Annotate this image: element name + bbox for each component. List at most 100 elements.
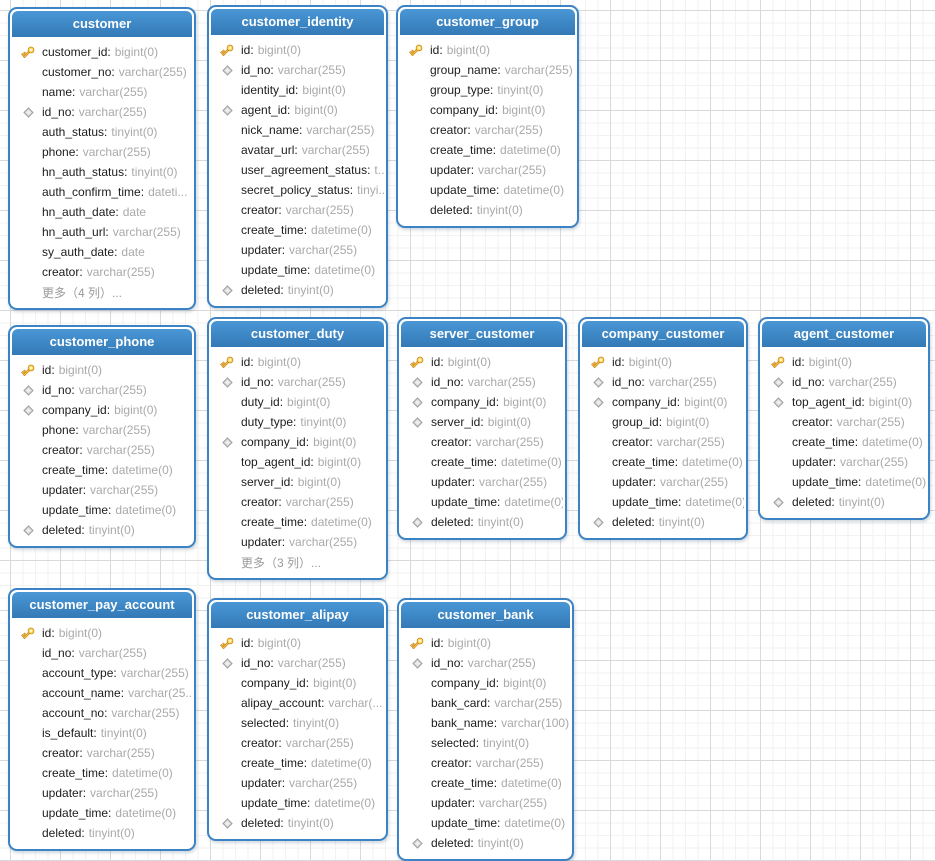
field-row[interactable]: company_idbigint(0) bbox=[401, 392, 563, 412]
field-row[interactable]: nick_namevarchar(255) bbox=[211, 120, 384, 140]
field-row[interactable]: creatorvarchar(255) bbox=[211, 200, 384, 220]
field-row[interactable]: updatervarchar(255) bbox=[211, 532, 384, 552]
field-row[interactable]: company_idbigint(0) bbox=[582, 392, 744, 412]
field-row[interactable]: company_idbigint(0) bbox=[211, 673, 384, 693]
field-row[interactable]: create_timedatetime(0) bbox=[12, 763, 192, 783]
field-row[interactable]: create_timedatetime(0) bbox=[401, 452, 563, 472]
field-row[interactable]: group_idbigint(0) bbox=[582, 412, 744, 432]
table-header[interactable]: customer bbox=[12, 11, 192, 37]
field-row[interactable]: update_timedatetime(0) bbox=[400, 180, 575, 200]
more-columns-row[interactable]: 更多（4 列）... bbox=[12, 282, 192, 302]
field-row[interactable]: customer_idbigint(0) bbox=[12, 42, 192, 62]
table-customer_duty[interactable]: customer_duty idbigint(0)id_novarchar(255… bbox=[207, 317, 388, 580]
field-row[interactable]: creatorvarchar(255) bbox=[401, 432, 563, 452]
table-company_customer[interactable]: company_customer idbigint(0)id_novarchar(… bbox=[578, 317, 748, 540]
field-row[interactable]: auth_statustinyint(0) bbox=[12, 122, 192, 142]
field-row[interactable]: idbigint(0) bbox=[211, 633, 384, 653]
field-row[interactable]: duty_idbigint(0) bbox=[211, 392, 384, 412]
field-row[interactable]: creatorvarchar(255) bbox=[401, 753, 570, 773]
field-row[interactable]: idbigint(0) bbox=[400, 40, 575, 60]
field-row[interactable]: deletedtinyint(0) bbox=[211, 813, 384, 833]
field-row[interactable]: namevarchar(255) bbox=[12, 82, 192, 102]
table-header[interactable]: customer_group bbox=[400, 9, 575, 35]
table-customer[interactable]: customer customer_idbigint(0)customer_nov… bbox=[8, 7, 196, 310]
field-row[interactable]: deletedtinyint(0) bbox=[582, 512, 744, 532]
table-server_customer[interactable]: server_customeridbigint(0)id_novarchar(2… bbox=[397, 317, 567, 540]
field-row[interactable]: group_namevarchar(255) bbox=[400, 60, 575, 80]
table-header[interactable]: company_customer bbox=[582, 321, 744, 347]
field-row[interactable]: phonevarchar(255) bbox=[12, 142, 192, 162]
table-customer_identity[interactable]: customer_identityidbigint(0)id_novarchar… bbox=[207, 5, 388, 308]
field-row[interactable]: secret_policy_statustinyi... bbox=[211, 180, 384, 200]
field-row[interactable]: updatervarchar(255) bbox=[211, 240, 384, 260]
field-row[interactable]: creatorvarchar(255) bbox=[762, 412, 926, 432]
table-header[interactable]: customer_identity bbox=[211, 9, 384, 35]
field-row[interactable]: updatervarchar(255) bbox=[400, 160, 575, 180]
field-row[interactable]: idbigint(0) bbox=[401, 633, 570, 653]
field-row[interactable]: idbigint(0) bbox=[582, 352, 744, 372]
field-row[interactable]: create_timedatetime(0) bbox=[12, 460, 192, 480]
field-row[interactable]: hn_auth_datedate bbox=[12, 202, 192, 222]
field-row[interactable]: idbigint(0) bbox=[401, 352, 563, 372]
field-row[interactable]: update_timedatetime(0) bbox=[762, 472, 926, 492]
field-row[interactable]: creatorvarchar(255) bbox=[582, 432, 744, 452]
field-row[interactable]: update_timedatetime(0) bbox=[401, 492, 563, 512]
field-row[interactable]: deletedtinyint(0) bbox=[211, 280, 384, 300]
field-row[interactable]: update_timedatetime(0) bbox=[12, 803, 192, 823]
field-row[interactable]: id_novarchar(255) bbox=[211, 372, 384, 392]
field-row[interactable]: idbigint(0) bbox=[762, 352, 926, 372]
table-header[interactable]: customer_bank bbox=[401, 602, 570, 628]
field-row[interactable]: deletedtinyint(0) bbox=[12, 823, 192, 843]
field-row[interactable]: id_novarchar(255) bbox=[401, 372, 563, 392]
field-row[interactable]: company_idbigint(0) bbox=[211, 432, 384, 452]
table-customer_bank[interactable]: customer_bank idbigint(0)id_novarchar(255… bbox=[397, 598, 574, 861]
field-row[interactable]: account_novarchar(255) bbox=[12, 703, 192, 723]
field-row[interactable]: account_typevarchar(255) bbox=[12, 663, 192, 683]
field-row[interactable]: updatervarchar(255) bbox=[211, 773, 384, 793]
field-row[interactable]: update_timedatetime(0) bbox=[211, 260, 384, 280]
field-row[interactable]: id_novarchar(255) bbox=[582, 372, 744, 392]
field-row[interactable]: phonevarchar(255) bbox=[12, 420, 192, 440]
more-columns-row[interactable]: 更多（3 列）... bbox=[211, 552, 384, 572]
table-header[interactable]: customer_duty bbox=[211, 321, 384, 347]
table-customer_alipay[interactable]: customer_alipay idbigint(0)id_novarchar(2… bbox=[207, 598, 388, 841]
field-row[interactable]: selectedtinyint(0) bbox=[401, 733, 570, 753]
field-row[interactable]: creatorvarchar(255) bbox=[211, 733, 384, 753]
field-row[interactable]: bank_cardvarchar(255) bbox=[401, 693, 570, 713]
table-header[interactable]: customer_pay_account bbox=[12, 592, 192, 618]
field-row[interactable]: id_novarchar(255) bbox=[12, 380, 192, 400]
field-row[interactable]: updatervarchar(255) bbox=[401, 472, 563, 492]
table-customer_pay_account[interactable]: customer_pay_accountidbigint(0)id_novarc… bbox=[8, 588, 196, 851]
field-row[interactable]: top_agent_idbigint(0) bbox=[211, 452, 384, 472]
field-row[interactable]: idbigint(0) bbox=[211, 352, 384, 372]
field-row[interactable]: deletedtinyint(0) bbox=[762, 492, 926, 512]
field-row[interactable]: update_timedatetime(0) bbox=[211, 793, 384, 813]
table-agent_customer[interactable]: agent_customeridbigint(0)id_novarchar(25… bbox=[758, 317, 930, 520]
field-row[interactable]: deletedtinyint(0) bbox=[400, 200, 575, 220]
field-row[interactable]: update_timedatetime(0) bbox=[12, 500, 192, 520]
field-row[interactable]: idbigint(0) bbox=[12, 623, 192, 643]
field-row[interactable]: updatervarchar(255) bbox=[582, 472, 744, 492]
field-row[interactable]: create_timedatetime(0) bbox=[211, 220, 384, 240]
field-row[interactable]: deletedtinyint(0) bbox=[401, 512, 563, 532]
field-row[interactable]: creatorvarchar(255) bbox=[12, 743, 192, 763]
table-header[interactable]: customer_phone bbox=[12, 329, 192, 355]
field-row[interactable]: idbigint(0) bbox=[211, 40, 384, 60]
field-row[interactable]: id_novarchar(255) bbox=[211, 653, 384, 673]
field-row[interactable]: id_novarchar(255) bbox=[12, 102, 192, 122]
field-row[interactable]: updatervarchar(255) bbox=[12, 480, 192, 500]
table-header[interactable]: customer_alipay bbox=[211, 602, 384, 628]
field-row[interactable]: create_timedatetime(0) bbox=[401, 773, 570, 793]
field-row[interactable]: auth_confirm_timedateti... bbox=[12, 182, 192, 202]
field-row[interactable]: account_namevarchar(25... bbox=[12, 683, 192, 703]
field-row[interactable]: create_timedatetime(0) bbox=[582, 452, 744, 472]
field-row[interactable]: customer_novarchar(255) bbox=[12, 62, 192, 82]
field-row[interactable]: duty_typetinyint(0) bbox=[211, 412, 384, 432]
field-row[interactable]: create_timedatetime(0) bbox=[400, 140, 575, 160]
field-row[interactable]: idbigint(0) bbox=[12, 360, 192, 380]
field-row[interactable]: id_novarchar(255) bbox=[401, 653, 570, 673]
field-row[interactable]: user_agreement_statust... bbox=[211, 160, 384, 180]
field-row[interactable]: creatorvarchar(255) bbox=[12, 440, 192, 460]
field-row[interactable]: creatorvarchar(255) bbox=[400, 120, 575, 140]
field-row[interactable]: create_timedatetime(0) bbox=[211, 512, 384, 532]
